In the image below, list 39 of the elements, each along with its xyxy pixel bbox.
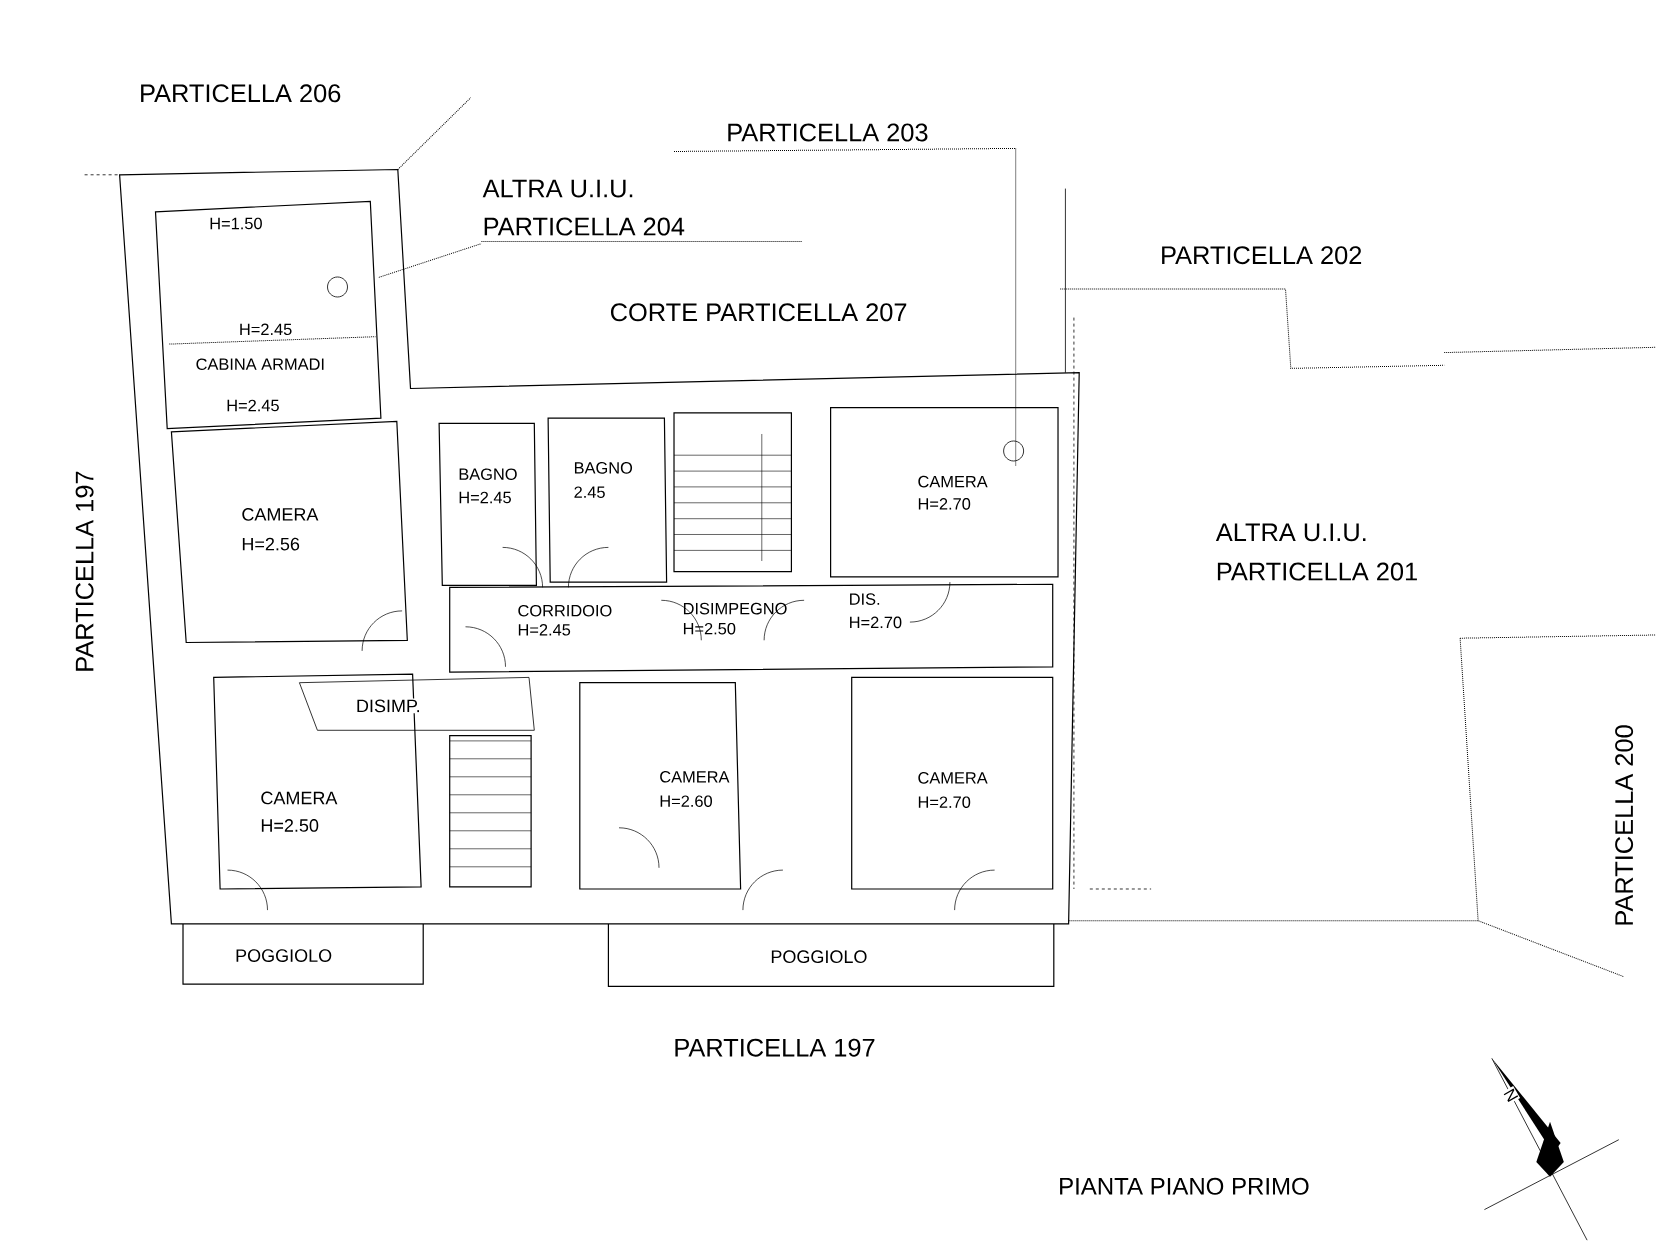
room-label: H=2.60 <box>660 795 712 807</box>
room-label: H=2.70 <box>850 616 902 629</box>
room-label: POGGIOLO <box>771 950 867 964</box>
room-label: H=2.70 <box>918 498 971 510</box>
plan-label: PARTICELLA 202 <box>1162 246 1362 265</box>
plan-label: ALTRA U.I.U. <box>482 179 633 198</box>
room-label: CAMERA <box>261 791 338 805</box>
plan-label: PARTICELLA 201 <box>1217 562 1417 581</box>
room-label: H=2.50 <box>683 622 736 635</box>
room-label: CAMERA <box>242 508 319 521</box>
room-label: H=2.45 <box>227 399 279 412</box>
room-label: H=1.50 <box>210 217 262 230</box>
room-label: BAGNO <box>459 468 517 480</box>
room-label: DIS. <box>850 593 880 605</box>
room-label: H=2.70 <box>918 796 971 808</box>
room-label: 2.45 <box>574 486 605 498</box>
plan-label: PARTICELLA 204 <box>484 217 685 236</box>
room-label: POGGIOLO <box>236 949 332 962</box>
room-label: CAMERA <box>918 772 988 784</box>
plan-label: CORTE PARTICELLA 207 <box>610 303 907 322</box>
room-label: BAGNO <box>574 462 633 474</box>
room-label: H=2.45 <box>240 323 292 336</box>
room-label: CABINA ARMADI <box>196 358 324 370</box>
boundary-label: PARTICELLA 200 <box>1615 725 1634 925</box>
plan-label: PARTICELLA 203 <box>728 123 928 142</box>
plan-label: ALTRA U.I.U. <box>1215 523 1366 542</box>
room-label: DISIMPEGNO <box>683 602 787 615</box>
room-label: H=2.56 <box>242 537 300 551</box>
room-label: CAMERA <box>918 475 988 488</box>
plan-label: PARTICELLA 206 <box>141 84 341 103</box>
plan-label: PARTICELLA 197 <box>675 1038 875 1057</box>
room-label: H=2.45 <box>518 624 571 636</box>
room-label: CORRIDOIO <box>518 604 612 617</box>
room-label: H=2.45 <box>459 491 511 504</box>
drawing-title: PIANTA PIANO PRIMO <box>1060 1177 1309 1195</box>
room-label: H=2.50 <box>261 819 319 832</box>
room-label: CAMERA <box>660 771 730 783</box>
north-letter: N <box>1501 1086 1521 1105</box>
boundary-label: PARTICELLA 197 <box>75 471 94 671</box>
